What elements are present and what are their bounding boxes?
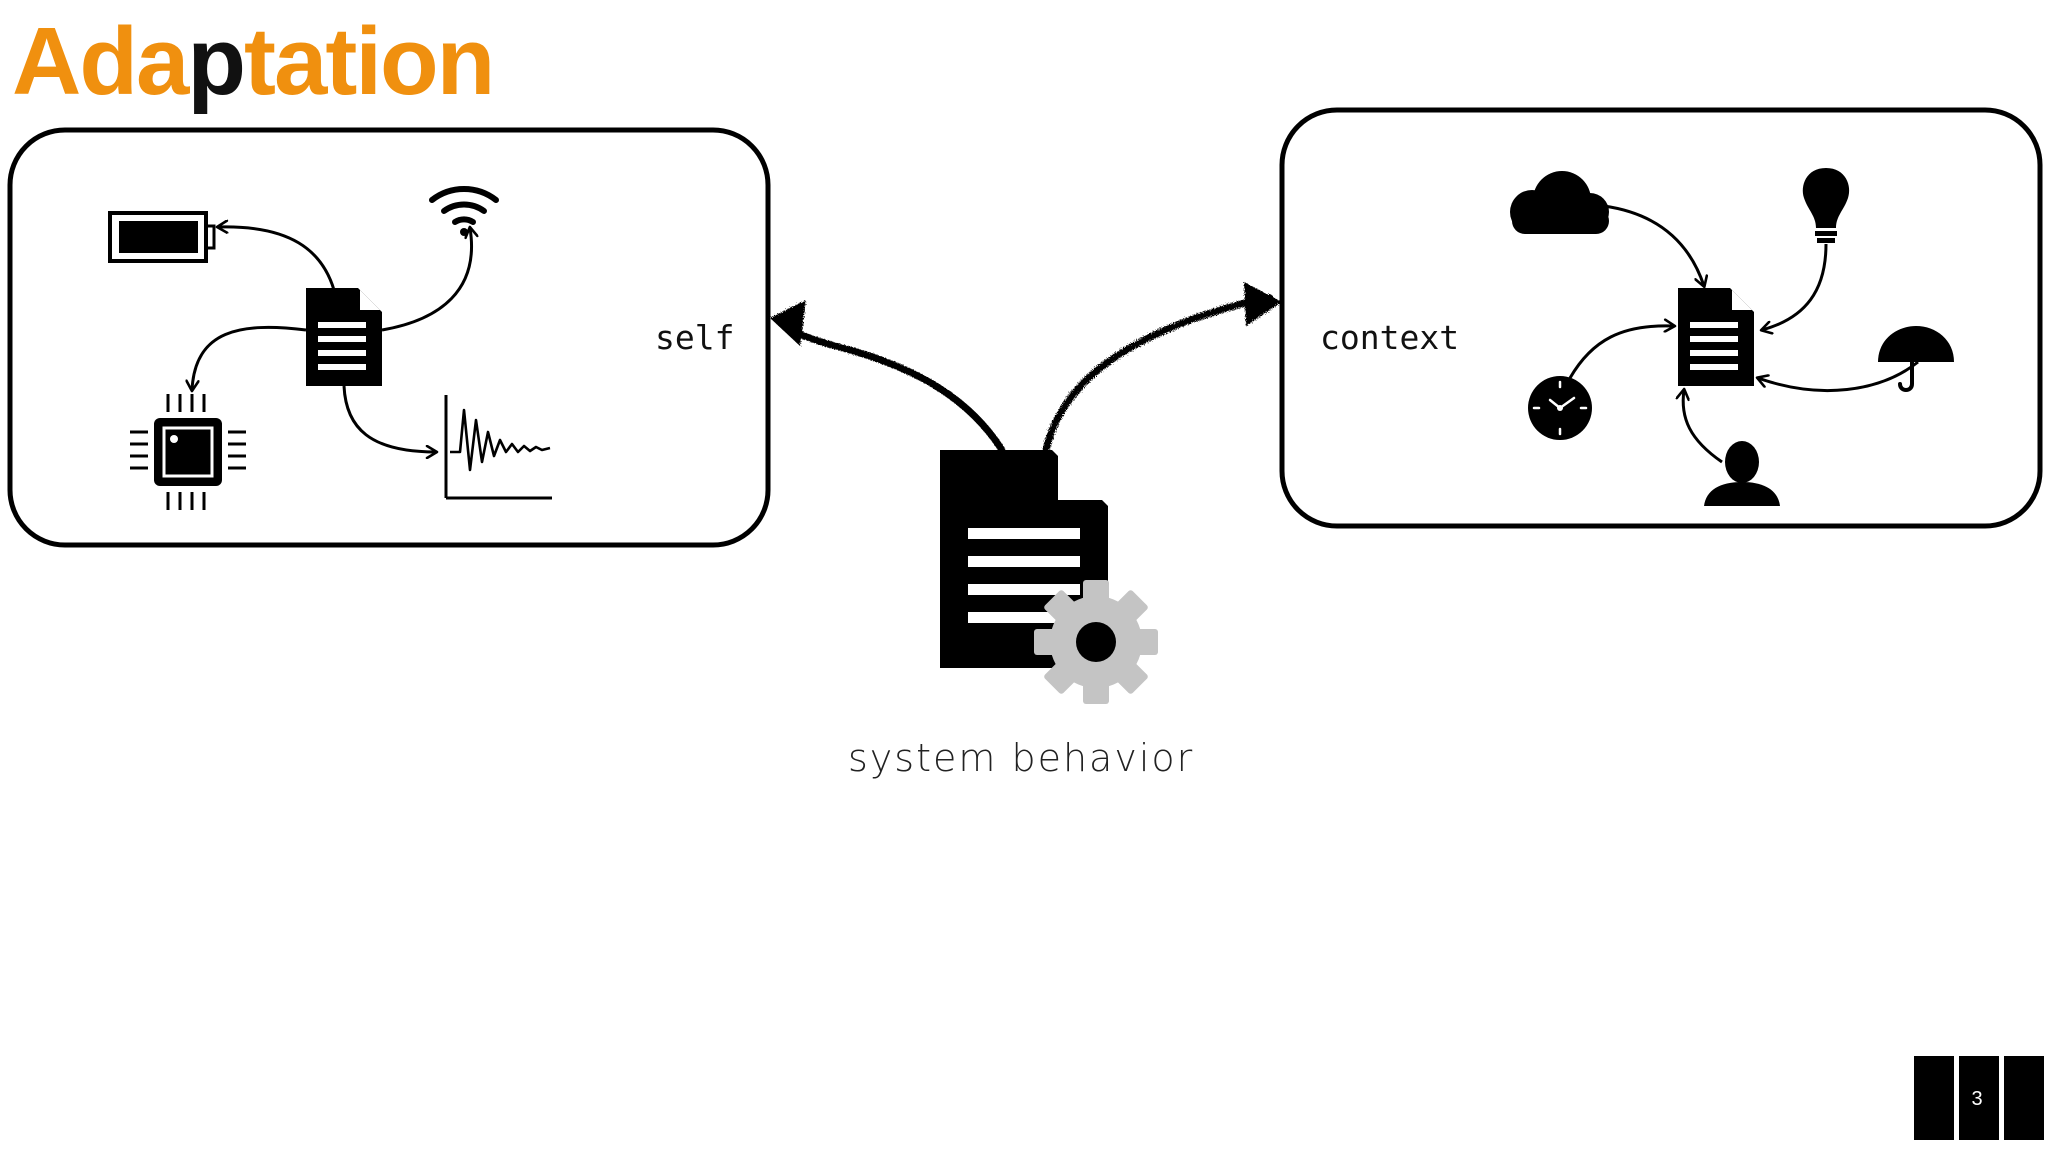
chip-icon [130, 394, 246, 510]
self-box [7, 127, 771, 548]
title-part-ada: Ada [12, 8, 189, 115]
cloud-icon [1510, 171, 1609, 234]
document-icon [306, 288, 382, 386]
chalk-arrows [770, 282, 1282, 454]
context-connectors [1568, 204, 1919, 464]
context-label: context [1320, 318, 1460, 357]
gear-icon [1034, 580, 1158, 704]
arrow-from-person [1683, 390, 1723, 464]
self-label: self [655, 318, 735, 357]
lightbulb-icon [1802, 168, 1850, 243]
page-number: 3 [1971, 1088, 1983, 1110]
signal-plot-icon [444, 395, 552, 500]
arrow-from-umbrella [1758, 360, 1919, 392]
person-icon [1704, 441, 1780, 506]
arrow-from-clock [1568, 326, 1674, 379]
wifi-icon [429, 185, 499, 236]
system-behavior-label: system behavior [848, 736, 1195, 780]
title-part-p: p [187, 8, 246, 115]
title-part-tation: tation [244, 8, 495, 115]
arrow-to-battery [218, 227, 336, 291]
arrow-to-plot [342, 385, 436, 452]
arrow-to-context [1042, 294, 1274, 454]
arrow-from-cloud [1603, 204, 1704, 286]
page-number-logo [1914, 1056, 2044, 1140]
document-icon [1678, 288, 1754, 386]
self-connectors [192, 227, 472, 452]
context-box [1279, 107, 2043, 529]
arrow-to-chip [192, 325, 307, 390]
arrow-from-lightbulb [1762, 243, 1828, 330]
arrow-to-wifi [381, 228, 472, 332]
battery-icon [108, 211, 216, 263]
clock-icon [1528, 376, 1592, 440]
umbrella-icon [1878, 326, 1954, 392]
slide-title: Adaptation [12, 14, 495, 110]
arrow-to-self [780, 322, 1006, 454]
